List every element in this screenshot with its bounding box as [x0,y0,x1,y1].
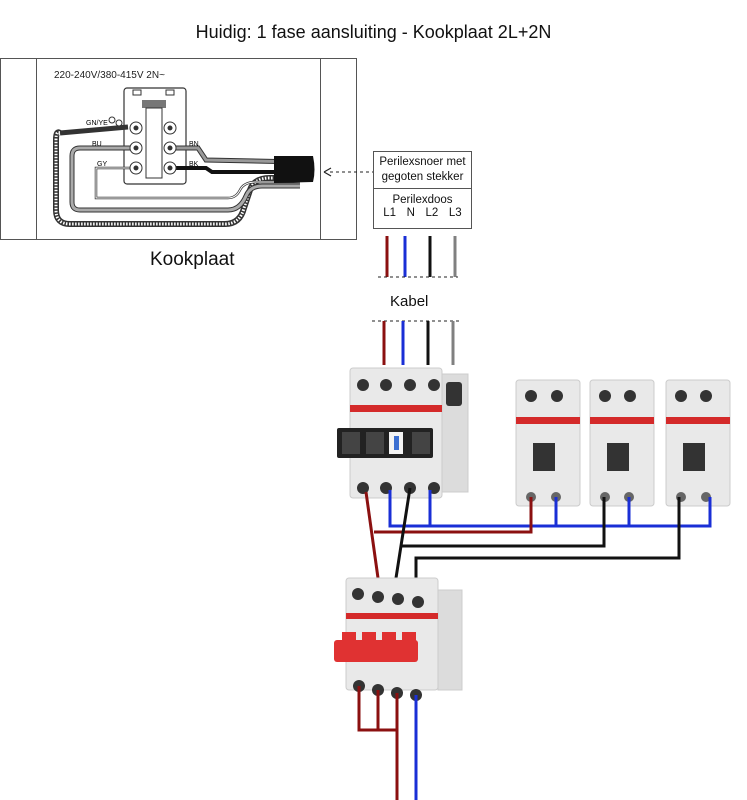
isolator-switch [334,577,463,701]
cable-upper-wires [378,236,458,278]
connection-arrow [323,167,373,177]
terminal-l2: L2 [425,207,439,219]
perilex-box: Perilexsnoer met gegoten stekker Perilex… [373,151,472,229]
distribution-wiring [364,487,712,580]
diagram-title: Huidig: 1 fase aansluiting - Kookplaat 2… [195,22,552,42]
voltage-spec: 220-240V/380-415V 2N~ [54,70,165,81]
cord-label-line2: gegoten stekker [381,171,464,183]
perilex-socket-label: Perilexdoos [392,194,453,206]
cord-plug-end [274,156,315,183]
hob-terminals [129,121,177,175]
wire-label-bu: BU [92,141,102,148]
panel-divider-right [320,59,321,239]
wire-label-bn: BN [189,141,199,148]
terminal-l3: L3 [448,207,462,219]
terminal-l1: L1 [383,207,397,219]
panel-divider-left [36,59,37,239]
rcd-2 [589,379,655,507]
rcd-3 [665,379,731,507]
wire-label-gnye: GN/YE [86,120,108,127]
cable-lower-wires [372,320,460,365]
hob-label: Kookplaat [150,249,235,270]
wire-label-bk: BK [189,161,199,168]
cable-label: Kabel [390,293,429,310]
hob-terminal-block [123,87,187,185]
main-rcbo-breaker [337,367,469,499]
terminal-n: N [406,207,415,219]
wire-label-gy: GY [97,161,107,168]
rcd-1 [515,379,581,507]
perilex-cord-label: Perilexsnoer met gegoten stekker [374,152,471,189]
supply-wiring [357,686,418,800]
cord-label-line1: Perilexsnoer met [379,156,466,168]
